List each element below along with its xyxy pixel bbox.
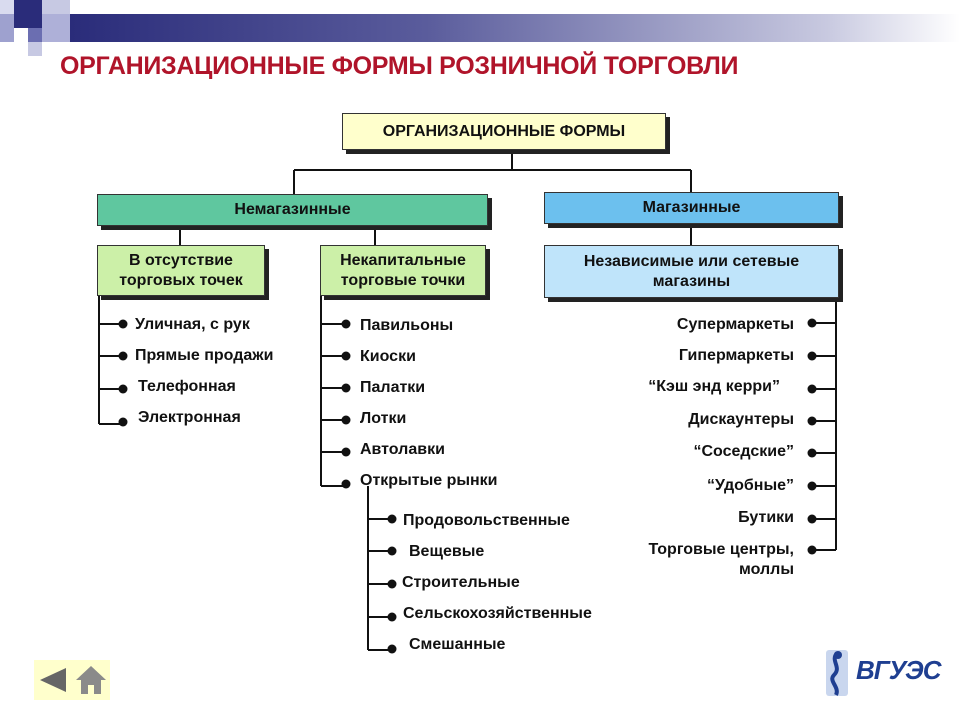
stores-sub-box: Независимые или сетевые магазины: [544, 245, 839, 298]
home-icon: [76, 666, 106, 694]
temporary-outlets-box: Некапитальные торговые точки: [320, 245, 486, 296]
bullet-dot: [341, 447, 351, 457]
bullet-dot: [807, 416, 817, 426]
list-item: Павильоны: [360, 317, 454, 334]
logo-emblem-icon: [826, 650, 848, 696]
list-item: Киоски: [360, 348, 416, 365]
bullet-dot: [341, 479, 351, 489]
list-item: Вещевые: [409, 543, 485, 560]
decor-square: [28, 42, 42, 56]
back-button[interactable]: [34, 660, 72, 700]
list-item: Сельскохозяйственные: [403, 605, 592, 622]
bullet-dot: [387, 612, 397, 622]
back-arrow-icon: [40, 668, 66, 692]
list-item: “Удобные”: [707, 477, 794, 494]
bullets-temporary-outlets: [321, 319, 351, 489]
navigation-panel: [34, 660, 110, 700]
bullet-dot: [341, 351, 351, 361]
list-item: “Соседские”: [693, 443, 795, 460]
bullet-dot: [118, 351, 128, 361]
list-item: Продовольственные: [403, 512, 570, 529]
stores-box: Магазинные: [544, 192, 839, 224]
bullet-dot: [341, 415, 351, 425]
corner-decoration: [0, 0, 960, 60]
list-item: Торговые центры, моллы: [648, 541, 795, 578]
decor-square: [28, 28, 42, 42]
bullet-dot: [387, 644, 397, 654]
bullets-markets: [368, 514, 397, 654]
bullets-stores: [807, 318, 836, 555]
bullet-dot: [118, 417, 128, 427]
list-item: Строительные: [402, 574, 520, 591]
list-item: Бутики: [738, 509, 794, 526]
list-item: Уличная, с рук: [135, 316, 250, 333]
list-item: Смешанные: [409, 636, 506, 653]
root-box: ОРГАНИЗАЦИОННЫЕ ФОРМЫ: [342, 113, 666, 150]
decor-square: [42, 0, 70, 14]
nonstore-box: Немагазинные: [97, 194, 488, 226]
bullet-dot: [118, 319, 128, 329]
list-item: Лотки: [360, 410, 407, 427]
list-item: Супермаркеты: [676, 316, 794, 333]
list-item: Электронная: [138, 409, 241, 426]
list-item: Гипермаркеты: [678, 347, 794, 364]
bullet-dot: [807, 545, 817, 555]
university-logo: ВГУЭС: [816, 645, 946, 705]
no-outlets-box: В отсутствие торговых точек: [97, 245, 265, 296]
bullet-dot: [341, 383, 351, 393]
bullet-dot: [387, 514, 397, 524]
decor-square: [0, 14, 14, 42]
bullet-dot: [807, 514, 817, 524]
list-item: Открытые рынки: [360, 472, 498, 489]
home-button[interactable]: [72, 660, 110, 700]
bullet-dot: [807, 351, 817, 361]
bullet-dot: [118, 384, 128, 394]
list-item: Автолавки: [360, 441, 445, 458]
list-item: Телефонная: [138, 378, 236, 395]
logo-text: ВГУЭС: [856, 655, 941, 685]
page-title: ОРГАНИЗАЦИОННЫЕ ФОРМЫ РОЗНИЧНОЙ ТОРГОВЛИ: [60, 52, 739, 80]
bullet-dot: [341, 319, 351, 329]
list-item: Палатки: [360, 379, 426, 396]
bullet-dot: [387, 546, 397, 556]
list-item: “Кэш энд керри”: [648, 378, 780, 395]
list-item: Прямые продажи: [135, 347, 274, 364]
bullets-no-outlets: [99, 319, 128, 427]
list-item: Дискаунтеры: [688, 411, 794, 428]
bullet-dot: [807, 318, 817, 328]
decor-bar: [70, 14, 960, 42]
bullet-dot: [807, 448, 817, 458]
bullet-dot: [807, 481, 817, 491]
bullet-dot: [387, 579, 397, 589]
decor-square: [42, 14, 70, 42]
decor-square: [14, 0, 42, 28]
bullet-dot: [807, 384, 817, 394]
decor-square: [0, 0, 14, 14]
